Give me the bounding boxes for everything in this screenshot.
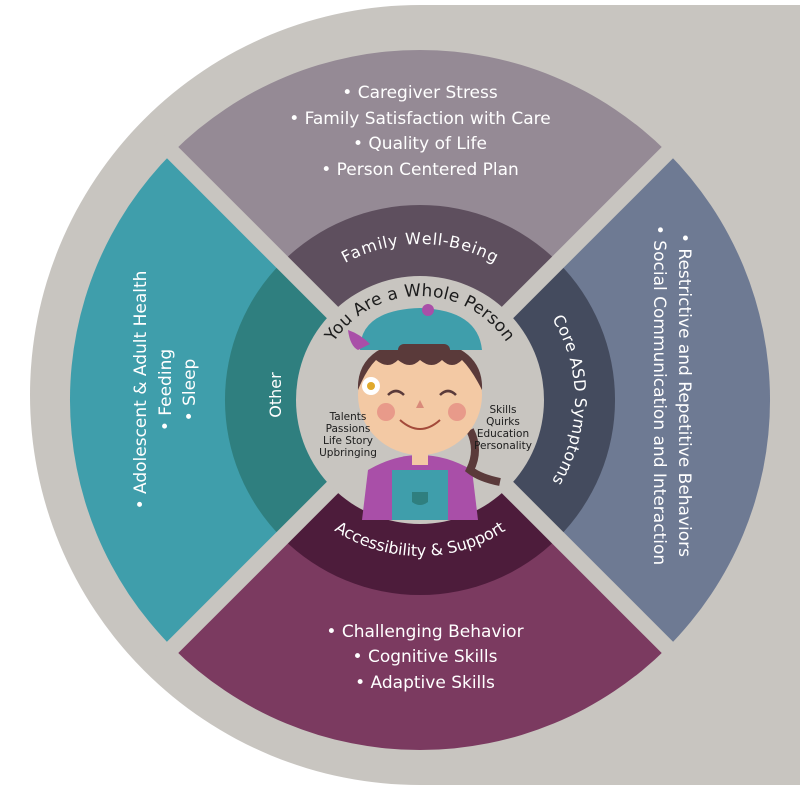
list-item: Quirks — [486, 416, 520, 428]
girl-illustration — [348, 304, 501, 520]
list-item: Skills — [490, 404, 517, 416]
list-item: Education — [477, 428, 529, 440]
list-item: • Feeding — [156, 349, 176, 431]
list-item: • Person Centered Plan — [321, 160, 519, 180]
list-item: Passions — [326, 423, 371, 435]
list-item: • Cognitive Skills — [353, 647, 498, 667]
list-item: • Restrictive and Repetitive Behaviors — [674, 233, 694, 557]
list-item: • Adaptive Skills — [355, 673, 495, 693]
list-item: • Caregiver Stress — [342, 83, 498, 103]
list-item: • Family Satisfaction with Care — [289, 109, 551, 129]
outer-top-list: • Caregiver Stress • Family Satisfaction… — [289, 83, 551, 180]
center-right-list: Skills Quirks Education Personality — [474, 404, 532, 452]
list-item: • Quality of Life — [353, 134, 487, 154]
inner-label-left: Other — [266, 372, 285, 418]
outer-left-list: • Adolescent & Adult Health • Feeding • … — [131, 271, 200, 510]
list-item: Upbringing — [319, 447, 377, 459]
outer-right-list: • Restrictive and Repetitive Behaviors •… — [649, 225, 694, 565]
center-left-list: Talents Passions Life Story Upbringing — [319, 411, 377, 459]
outer-bottom-list: • Challenging Behavior • Cognitive Skill… — [326, 622, 523, 693]
list-item: Life Story — [323, 435, 373, 447]
list-item: • Sleep — [180, 359, 200, 422]
list-item: • Adolescent & Adult Health — [131, 271, 151, 510]
list-item: Personality — [474, 440, 532, 452]
list-item: • Social Communication and Interaction — [649, 225, 669, 565]
list-item: • Challenging Behavior — [326, 622, 523, 642]
list-item: Talents — [329, 411, 367, 423]
